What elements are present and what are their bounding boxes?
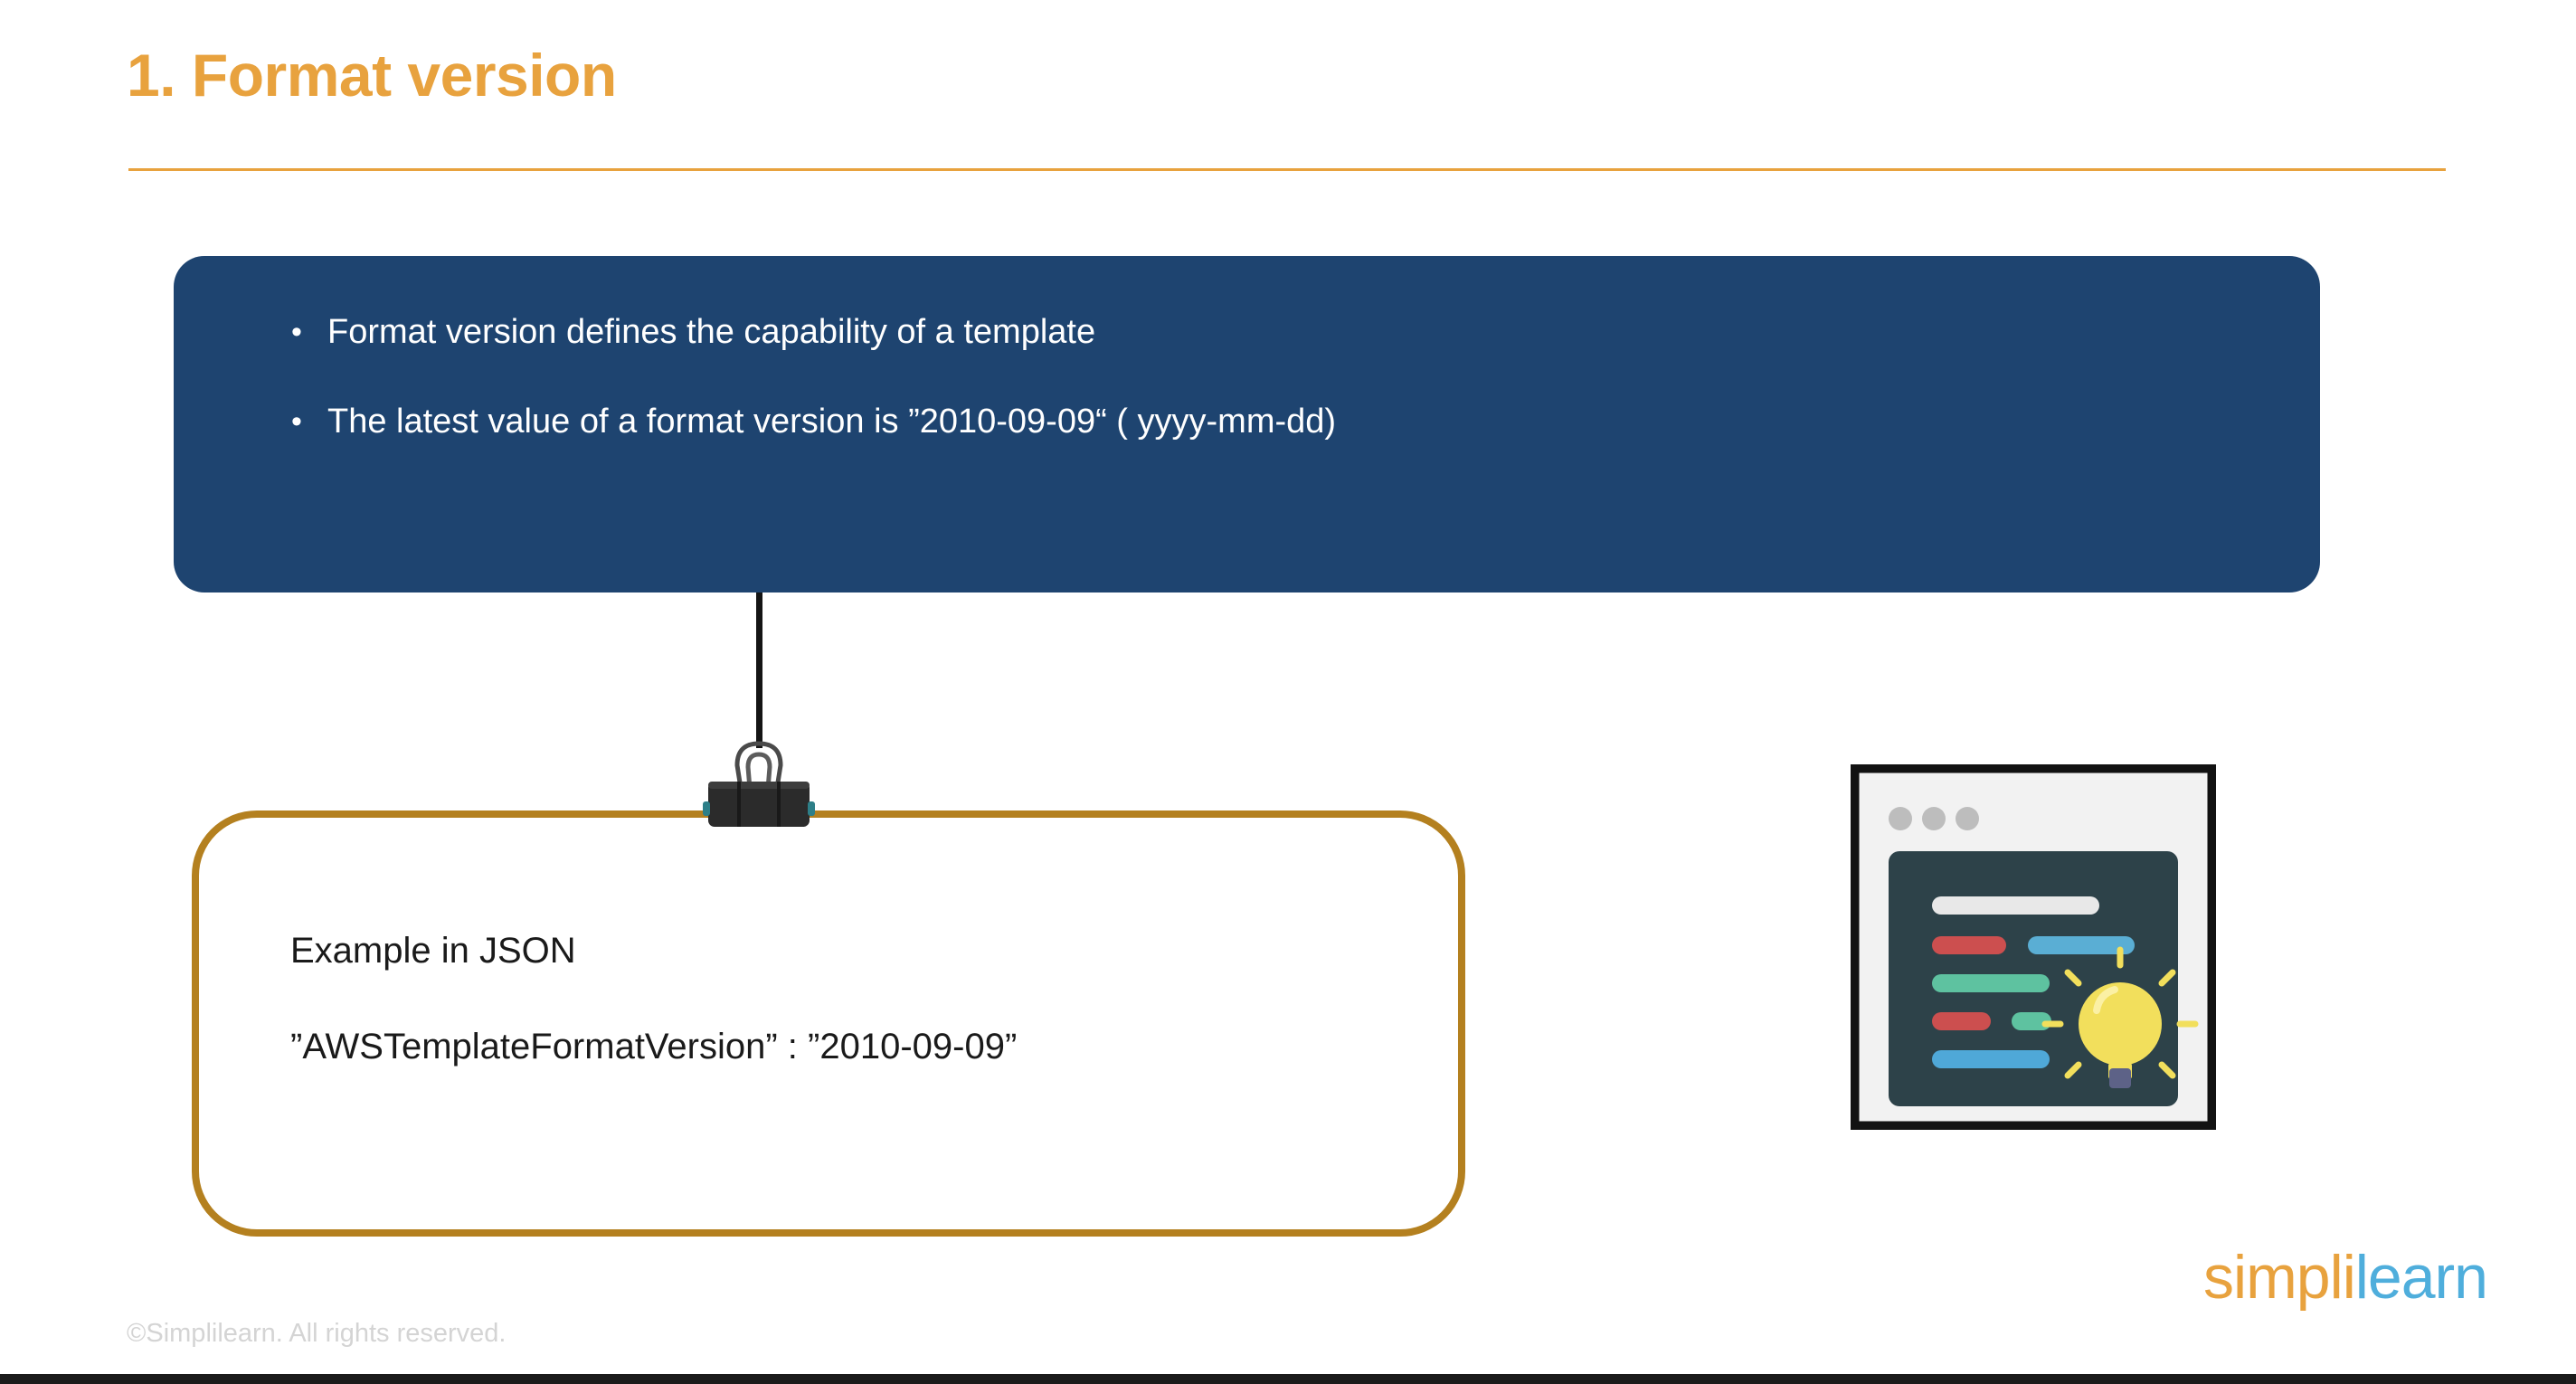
bullet-text: Format version defines the capability of…: [327, 313, 1096, 351]
example-heading: Example in JSON: [290, 931, 576, 971]
bullet-dot-icon: •: [291, 315, 302, 349]
list-item: • Format version defines the capability …: [291, 308, 2236, 355]
slide-bottom-bar: [0, 1374, 2576, 1384]
page-title: 1. Format version: [127, 42, 617, 109]
connector-line: [756, 592, 762, 748]
simplilearn-logo: simplilearn: [2203, 1241, 2488, 1313]
logo-part-simpl: simpl: [2203, 1243, 2344, 1312]
info-panel: • Format version defines the capability …: [174, 256, 2320, 592]
bullet-list: • Format version defines the capability …: [291, 308, 2236, 488]
code-window-lightbulb-illustration: [1849, 763, 2218, 1132]
logo-part-i: i: [2342, 1243, 2356, 1312]
example-code-line: ”AWSTemplateFormatVersion” : ”2010-09-09…: [290, 1027, 1018, 1066]
example-box: Example in JSON ”AWSTemplateFormatVersio…: [192, 810, 1465, 1237]
binder-clip-icon: [701, 731, 817, 829]
bullet-text: The latest value of a format version is …: [327, 403, 1337, 441]
list-item: • The latest value of a format version i…: [291, 398, 2236, 445]
window-dot: [1922, 807, 1946, 830]
window-dot: [1956, 807, 1979, 830]
title-divider: [128, 168, 2446, 171]
window-dot: [1889, 807, 1912, 830]
logo-part-learn: learn: [2354, 1243, 2488, 1312]
bullet-dot-icon: •: [291, 404, 302, 439]
copyright-text: ©Simplilearn. All rights reserved.: [127, 1319, 507, 1348]
